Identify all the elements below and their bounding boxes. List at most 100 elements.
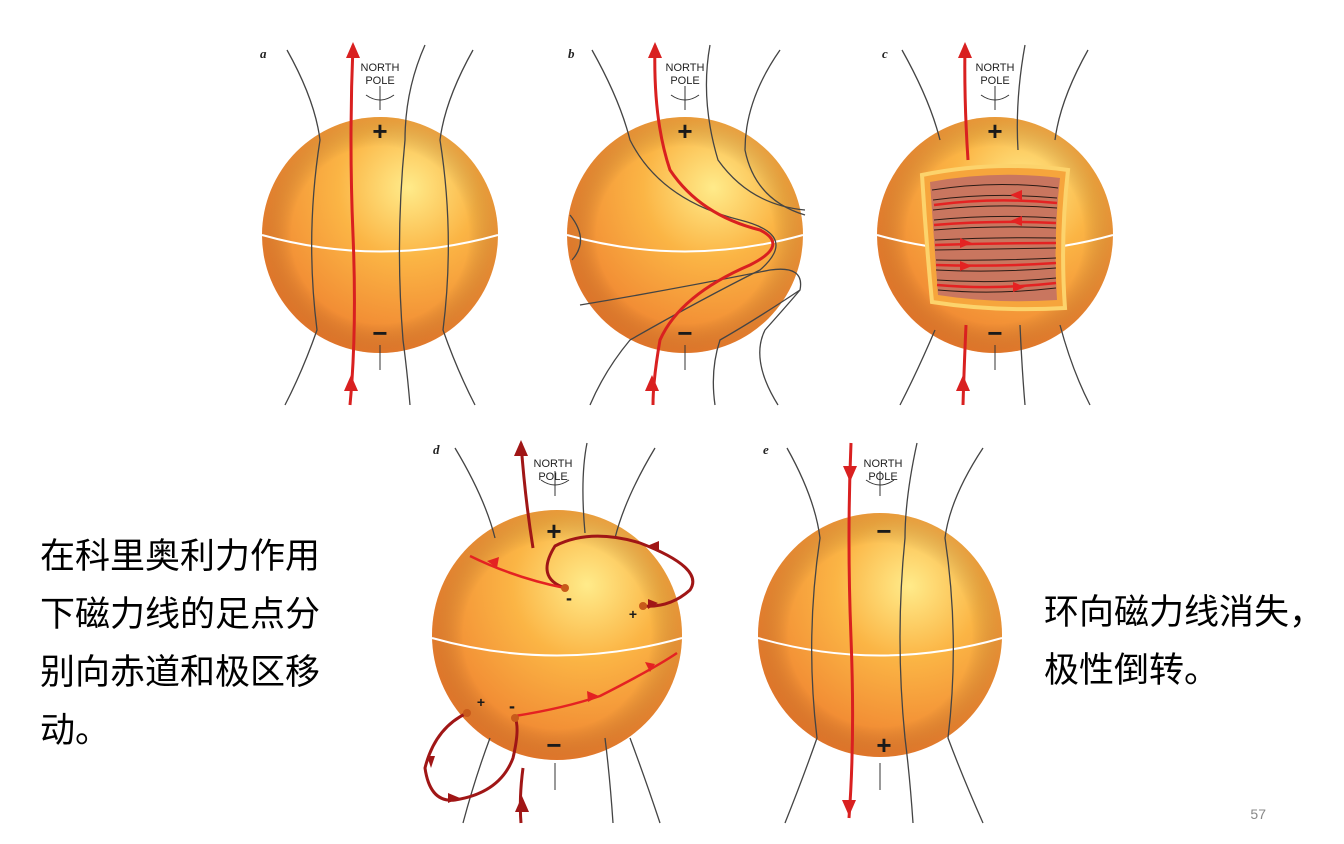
- polarity-sign-bottom: −: [677, 318, 693, 348]
- arrow-up-icon: [515, 796, 529, 812]
- sunspot-footpoint: [511, 714, 519, 722]
- panel-label-d: d: [433, 442, 440, 457]
- field-line: [629, 737, 661, 824]
- arrow-right-icon: [448, 793, 460, 803]
- field-line: [784, 447, 821, 824]
- arrow-right-icon: [960, 261, 972, 271]
- caption-right: 环向磁力线消失， 极性倒转。: [1044, 593, 1325, 691]
- panel-e: e NORTH POLE − +: [745, 438, 1015, 828]
- equator-line: [261, 234, 499, 253]
- arrow-down-icon: [427, 756, 435, 768]
- field-line: [589, 49, 777, 406]
- panel-label-c: c: [882, 46, 888, 61]
- sun-diagram-d: [423, 440, 695, 824]
- north-pole-label: NORTH POLE: [975, 62, 1015, 87]
- polarity-sign-bottom: −: [987, 318, 1003, 348]
- field-line: [1054, 49, 1089, 141]
- field-line: [579, 268, 802, 406]
- arrow-left-icon: [1010, 190, 1022, 200]
- arrow-left-icon: [647, 541, 659, 552]
- sunspot-footpoint: [561, 584, 569, 592]
- panel-a: a NORTH PO: [245, 40, 515, 410]
- arrow-down-icon: [842, 800, 856, 816]
- field-line: [462, 737, 491, 824]
- sun-diagram-b: [566, 42, 806, 406]
- field-line: [1059, 324, 1091, 406]
- polarity-sign-top: +: [987, 116, 1003, 146]
- toroidal-field-lines-red: [933, 199, 1058, 289]
- field-line: [1016, 44, 1026, 151]
- north-pole-label: NORTH POLE: [863, 458, 903, 483]
- panel-b: b NORTH POLE + −: [550, 40, 820, 410]
- field-line: [439, 49, 476, 406]
- field-line: [1019, 324, 1026, 406]
- arrow-up-icon: [648, 42, 662, 58]
- sun-diagram-e: [757, 442, 1003, 824]
- magnetic-field-line-red: [961, 324, 968, 406]
- arrow-up-icon: [956, 375, 970, 391]
- arrow-right-icon: [645, 662, 655, 672]
- arrow-right-icon: [587, 691, 599, 702]
- caption-left: 在科里奥利力作用 下磁力线的足点分 别向赤道和极区移 动。: [40, 537, 321, 751]
- field-line: [901, 49, 941, 141]
- equator-line: [757, 637, 1003, 657]
- polarity-sign-bottom: +: [876, 730, 892, 760]
- polarity-sign-top: +: [546, 516, 562, 546]
- magnetic-field-line-red: [348, 44, 356, 406]
- field-line: [582, 442, 588, 534]
- sunspot-footpoint: [639, 602, 647, 610]
- spot-polarity-label: -: [566, 588, 572, 608]
- magnetic-field-line-darkred: [545, 534, 695, 608]
- magnetic-field-line-red: [469, 554, 566, 590]
- field-line: [759, 289, 801, 406]
- field-line: [899, 329, 936, 406]
- field-line: [454, 447, 496, 539]
- panel-c: c: [860, 40, 1130, 410]
- field-line: [284, 49, 321, 406]
- north-pole-label: NORTH POLE: [360, 62, 400, 87]
- arrow-up-icon: [514, 440, 528, 456]
- polarity-sign-bottom: −: [546, 730, 562, 760]
- magnetic-field-line-darkred: [518, 767, 525, 824]
- arrow-up-icon: [346, 42, 360, 58]
- field-line: [569, 214, 582, 261]
- equator-line: [431, 637, 683, 657]
- field-line: [614, 447, 656, 539]
- field-line: [705, 44, 806, 211]
- toroidal-field-lines: [931, 183, 1059, 293]
- field-line: [604, 737, 614, 824]
- panel-d: d: [415, 438, 705, 828]
- spot-polarity-label: +: [628, 606, 638, 622]
- polarity-sign-top: +: [677, 116, 693, 146]
- arrow-right-icon: [1013, 282, 1025, 292]
- arrow-left-icon: [648, 599, 658, 609]
- page-number: 57: [1250, 806, 1266, 822]
- polarity-sign-bottom: −: [372, 318, 388, 348]
- sun-diagram-a: [261, 42, 499, 406]
- spot-polarity-label: -: [509, 696, 515, 716]
- panel-label-e: e: [763, 442, 769, 457]
- north-pole-label: NORTH POLE: [533, 458, 573, 483]
- polarity-sign-top: +: [372, 116, 388, 146]
- magnetic-field-line-red: [847, 442, 855, 819]
- field-line: [398, 44, 426, 406]
- magnetic-field-line-red: [651, 44, 775, 406]
- sun-diagram-c: [876, 42, 1114, 406]
- panel-label-a: a: [260, 46, 267, 61]
- arrow-left-icon: [487, 557, 499, 568]
- spot-polarity-label: +: [476, 694, 486, 710]
- arrow-up-icon: [958, 42, 972, 58]
- magnetic-field-line-red: [514, 651, 678, 718]
- field-line: [899, 442, 918, 824]
- arrow-up-icon: [645, 375, 659, 391]
- arrow-down-icon: [843, 466, 857, 482]
- panel-label-b: b: [568, 46, 575, 61]
- polarity-sign-top: −: [876, 516, 892, 546]
- field-line: [944, 447, 984, 824]
- arrow-up-icon: [344, 375, 358, 391]
- arrow-left-icon: [1010, 216, 1022, 226]
- field-line: [744, 49, 806, 216]
- north-pole-label: NORTH POLE: [665, 62, 705, 87]
- sunspot-footpoint: [463, 709, 471, 717]
- arrow-right-icon: [960, 238, 972, 248]
